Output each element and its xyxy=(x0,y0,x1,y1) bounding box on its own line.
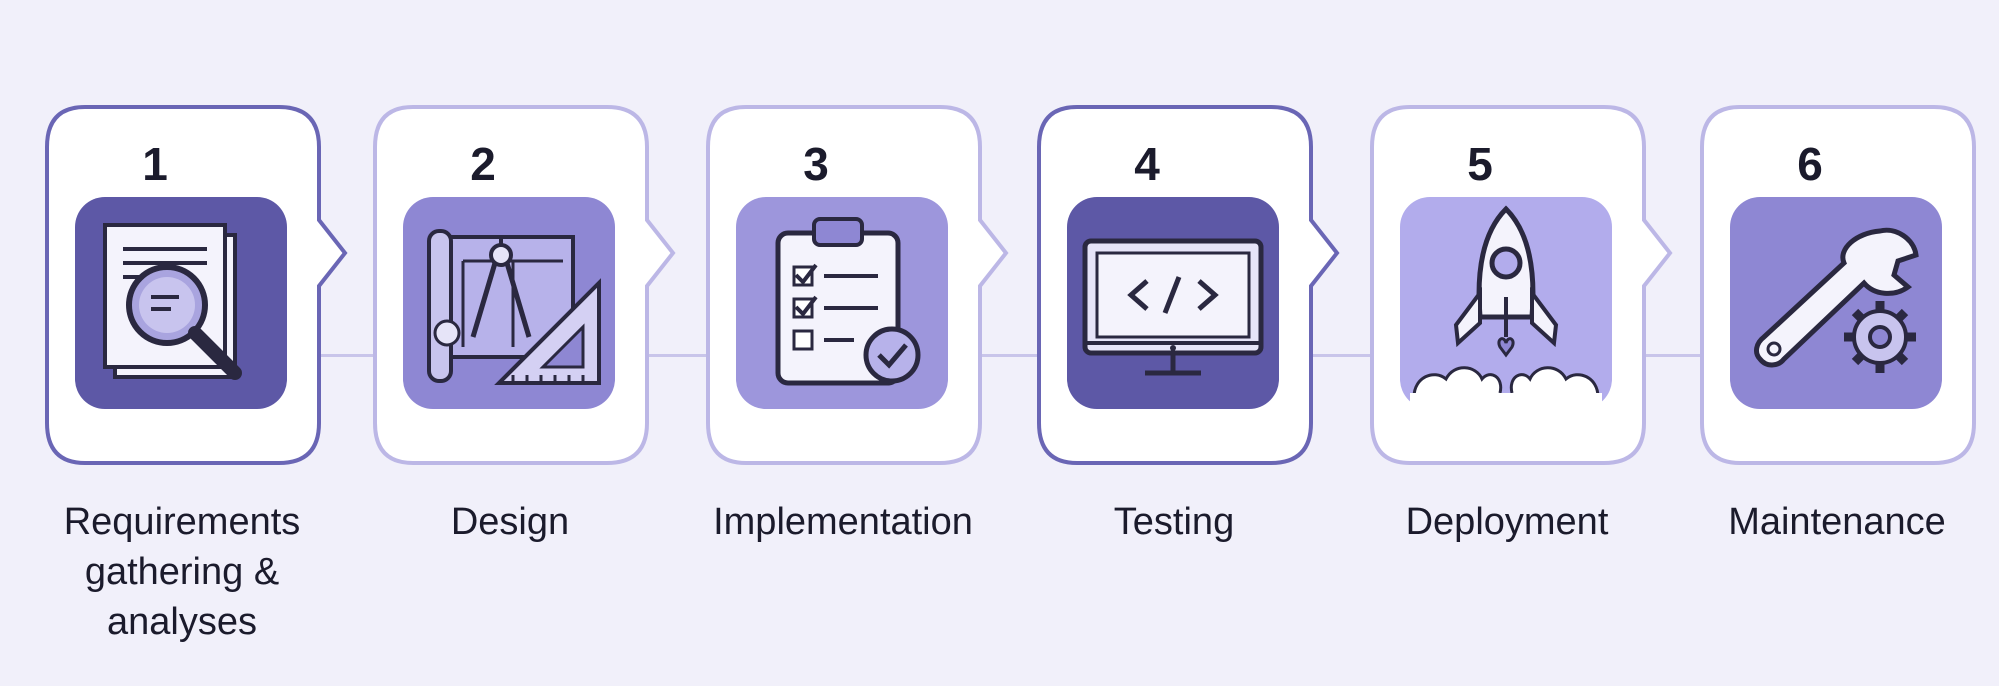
step-1: 1 Requirements gathering & analyses xyxy=(45,105,348,643)
step-label: Requirements gathering & analyses xyxy=(63,501,301,643)
icon-tile xyxy=(403,197,615,409)
icon-tile xyxy=(1730,197,1942,409)
step-number: 3 xyxy=(803,138,829,190)
step-3: 3 Implementation xyxy=(706,105,1009,543)
code-monitor-icon xyxy=(1082,238,1264,376)
wrench-gear-icon xyxy=(1754,227,1919,373)
icon-tile xyxy=(736,197,948,409)
step-label: Implementation xyxy=(713,501,973,543)
step-label: Deployment xyxy=(1405,501,1609,543)
process-connector-line xyxy=(240,354,1800,357)
icon-tile xyxy=(1067,197,1279,409)
step-number: 2 xyxy=(470,138,496,190)
step-number: 4 xyxy=(1134,138,1160,190)
blueprint-compass-icon xyxy=(427,229,601,385)
icon-tile xyxy=(1400,197,1612,409)
step-label: Testing xyxy=(1113,501,1235,543)
document-magnifier-icon xyxy=(103,223,242,380)
step-label: Maintenance xyxy=(1728,501,1946,543)
step-5: 5 Deployment xyxy=(1370,105,1673,543)
icon-tile xyxy=(75,197,287,409)
step-2: 2 Design xyxy=(373,105,676,543)
clipboard-checklist-icon xyxy=(775,217,921,386)
step-number: 6 xyxy=(1797,138,1823,190)
rocket-icon xyxy=(1410,205,1602,409)
step-label: Design xyxy=(450,501,570,543)
step-6: 6 xyxy=(1700,105,1976,543)
step-number: 1 xyxy=(142,138,168,190)
step-4: 4 Testing xyxy=(1037,105,1340,543)
step-number: 5 xyxy=(1467,138,1493,190)
